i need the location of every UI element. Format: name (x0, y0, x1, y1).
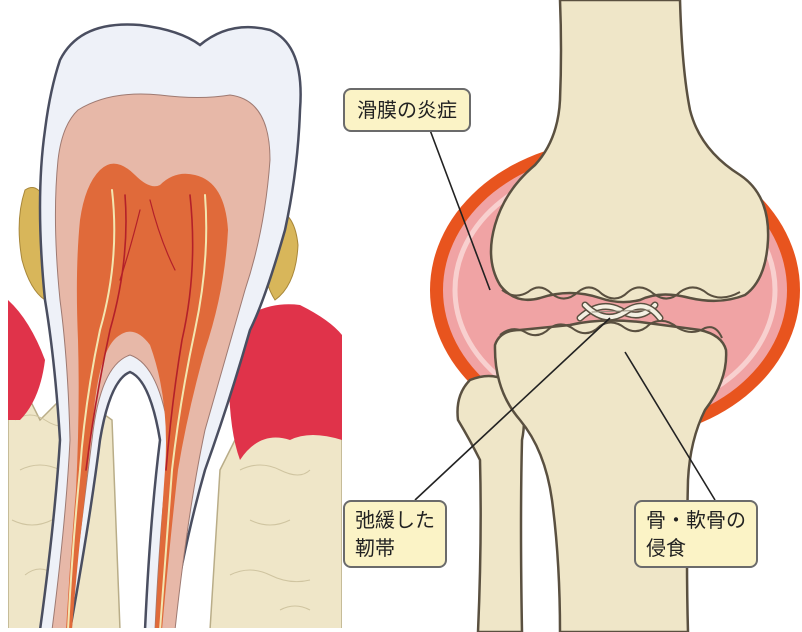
label-lax-ligament: 弛緩した 靭帯 (343, 500, 447, 568)
label-lax-ligament-line1: 弛緩した (355, 506, 435, 534)
inflamed-gum-left (8, 300, 45, 420)
label-bone-cartilage-erosion: 骨・軟骨の 侵食 (634, 500, 758, 568)
femur (491, 0, 768, 302)
label-synovitis-text: 滑膜の炎症 (357, 96, 457, 124)
label-erosion-line2: 侵食 (646, 534, 746, 562)
label-lax-ligament-line2: 靭帯 (355, 534, 435, 562)
label-synovitis: 滑膜の炎症 (343, 88, 471, 132)
label-erosion-line1: 骨・軟骨の (646, 506, 746, 534)
tibia (495, 321, 726, 632)
tooth-illustration (8, 24, 342, 630)
